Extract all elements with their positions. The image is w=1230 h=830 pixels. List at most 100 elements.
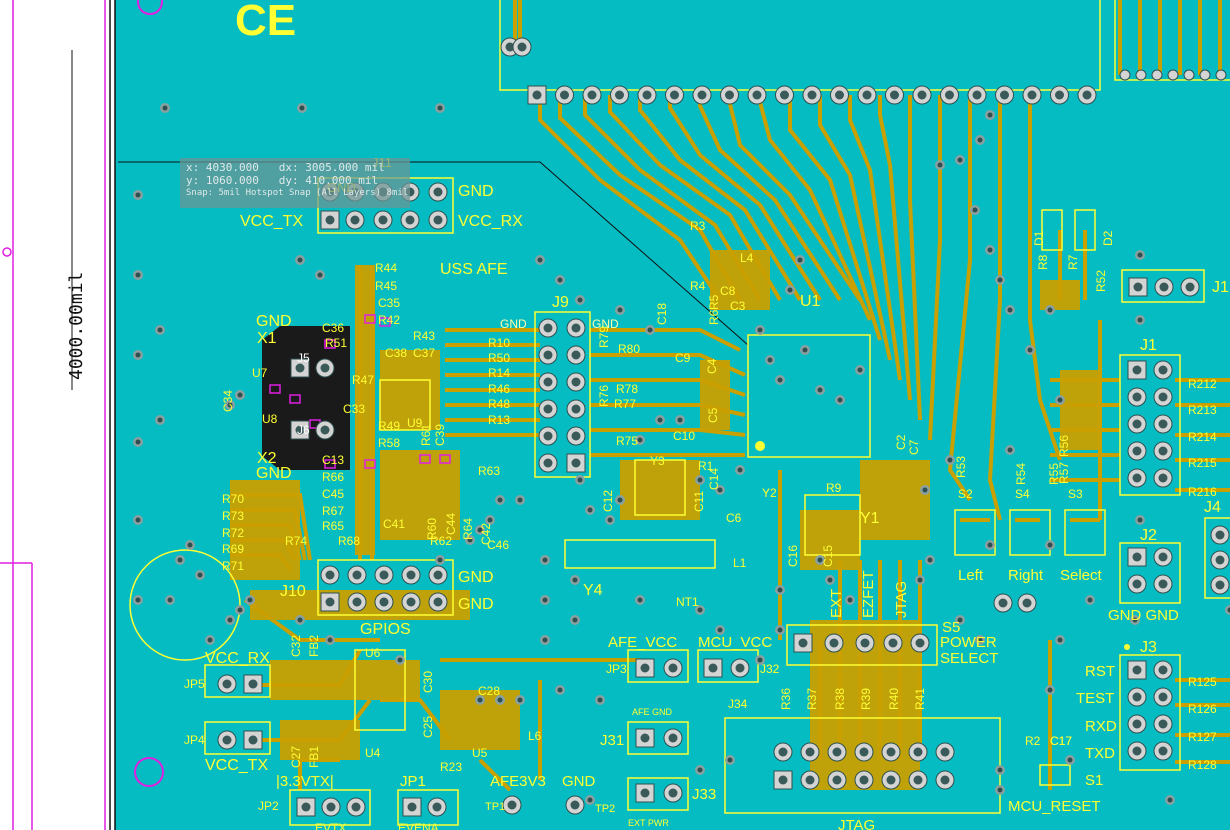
label-r63: R63 [478, 464, 500, 478]
pad-hole [295, 363, 305, 373]
label-jtag: JTAG [893, 581, 910, 618]
label-r43: R43 [413, 329, 435, 343]
via-hole [1047, 542, 1053, 548]
via-hole [607, 517, 613, 523]
label-vcc-tx: VCC_TX [205, 757, 268, 774]
display-footprint[interactable] [499, 0, 1101, 91]
label-r14: R14 [488, 366, 510, 380]
label-gnd: GND [256, 465, 292, 482]
label-gnd: GND [256, 313, 292, 330]
pad-hole [640, 788, 650, 798]
via-hole [327, 637, 333, 643]
via-hole [207, 637, 213, 643]
label-c16: C16 [786, 545, 800, 567]
label-r69: R69 [222, 542, 244, 556]
pad-hole [1132, 746, 1142, 756]
label-r64: R64 [461, 518, 475, 540]
pad-hole [570, 800, 580, 810]
via-hole [1047, 687, 1053, 693]
pad-hole [352, 597, 362, 607]
via-hole [135, 439, 141, 445]
pad-hole [507, 800, 517, 810]
via-hole [997, 787, 1003, 793]
via-hole [717, 487, 723, 493]
label-r65: R65 [322, 519, 344, 533]
pad-hole [587, 90, 597, 100]
via-hole [1057, 637, 1063, 643]
via-hole [477, 527, 483, 533]
pad-hole [1159, 282, 1169, 292]
via-hole [697, 607, 703, 613]
label-c14: C14 [707, 468, 721, 490]
pad-hole [406, 597, 416, 607]
label-r71: R71 [222, 559, 244, 573]
pad-hole [780, 90, 789, 100]
pad-hole [1133, 282, 1143, 292]
label-s5: S5 [942, 619, 960, 636]
via-hole [847, 597, 853, 603]
via-hole [227, 617, 233, 623]
pad[interactable] [1215, 69, 1227, 81]
label-r61: R61 [419, 424, 433, 446]
via-hole [477, 697, 483, 703]
via-hole [972, 207, 978, 213]
label-c27: C27 [289, 746, 303, 768]
label-r57: R57 [1057, 462, 1071, 484]
label-c35: C35 [378, 296, 400, 310]
via-hole [572, 577, 578, 583]
label-gnd: GND [500, 317, 527, 331]
pad-hole [432, 802, 442, 812]
via-hole [437, 105, 443, 111]
pad-hole [1158, 392, 1168, 402]
ce-mark: CE [235, 0, 296, 45]
via-hole [957, 157, 963, 163]
pad[interactable] [1167, 69, 1179, 81]
pad[interactable] [1151, 69, 1163, 81]
pad[interactable] [1183, 69, 1195, 81]
pad[interactable] [1135, 69, 1147, 81]
pin1-marker [755, 441, 765, 451]
via-hole [135, 517, 141, 523]
label-d2: D2 [1101, 230, 1115, 246]
label-s4: S4 [1015, 487, 1030, 501]
label-left: Left [958, 567, 984, 584]
label-c41: C41 [383, 517, 405, 531]
via-hole [587, 507, 593, 513]
pin1-marker [1124, 644, 1130, 650]
via-hole [777, 587, 783, 593]
label-j5: J5 [297, 351, 310, 365]
via-hole [987, 247, 993, 253]
pad[interactable] [1119, 69, 1131, 81]
pad-hole [697, 90, 707, 100]
via-hole [517, 497, 523, 503]
via-hole [617, 307, 623, 313]
via-hole [157, 417, 163, 423]
pad[interactable] [1199, 69, 1211, 81]
pad-hole [668, 733, 678, 743]
label-r60: R60 [425, 518, 439, 540]
label-c18: C18 [655, 303, 669, 325]
via-hole [227, 402, 233, 408]
label-s1: S1 [1085, 772, 1103, 789]
label-evena: EVENA [398, 821, 439, 830]
pad-hole [807, 90, 817, 100]
label-r2: R2 [1025, 734, 1041, 748]
pad-hole [945, 90, 954, 100]
pad-hole [301, 802, 311, 812]
pad-hole [886, 775, 896, 785]
via-hole [977, 137, 983, 143]
label-r214: R214 [1188, 430, 1217, 444]
pad-hole [1132, 692, 1142, 702]
pad-hole [1132, 392, 1142, 402]
pad-hole [1027, 90, 1037, 100]
label-r50: R50 [488, 351, 510, 365]
label-r7: R7 [1066, 254, 1080, 270]
via-hole [637, 437, 643, 443]
pad-hole [832, 747, 842, 757]
label-u7: U7 [252, 366, 268, 380]
label-j2: J2 [1140, 527, 1157, 544]
pad-hole [1158, 665, 1168, 675]
pad-hole [571, 377, 581, 387]
